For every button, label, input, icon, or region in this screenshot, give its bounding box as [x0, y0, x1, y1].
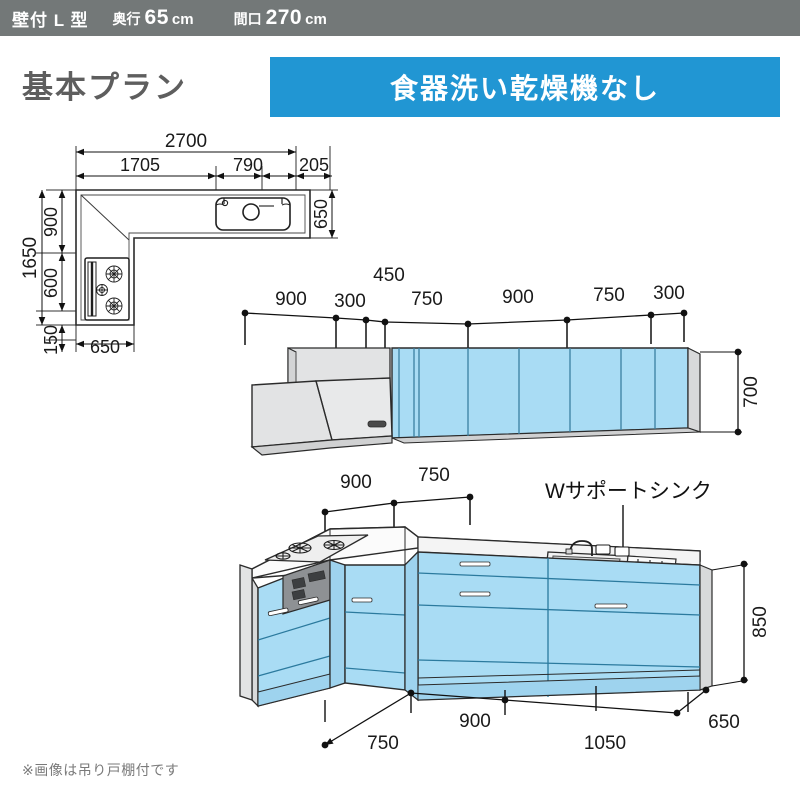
plan-dim-1705: 1705 [120, 155, 160, 175]
base-dim-850-height: 850 [750, 606, 771, 638]
plan-dim-650-right: 650 [311, 199, 331, 229]
image-footnote: ※画像は吊り戸棚付です [22, 762, 180, 778]
plan-dim-right-depth: 650 [311, 190, 336, 238]
depth-unit: cm [171, 11, 194, 28]
plan-dim-segments: 1705 790 205 [76, 155, 332, 180]
width-spec: 間口 270 cm [234, 6, 327, 30]
width-label: 間口 [233, 11, 262, 27]
wall-dim-900-left: 900 [275, 289, 307, 310]
depth-label: 奥行 [112, 11, 141, 27]
plan-dim-900-left: 900 [41, 207, 61, 237]
wall-dim-750-left: 750 [411, 289, 443, 310]
plan-dim-2700: 2700 [165, 131, 207, 152]
plan-dim-total-width: 2700 [76, 131, 296, 156]
wall-cabinet-dimension-row: 900 300 450 750 900 750 300 [241, 265, 688, 352]
base-dim-900-top: 900 [340, 472, 372, 493]
plan-dim-600-left: 600 [41, 268, 61, 298]
dishwasher-option-label: 食器洗い乾燥機なし [389, 73, 660, 104]
base-cabinet-assembly: 850 [239, 526, 771, 708]
plan-dim-left: 1650 900 600 150 [20, 190, 66, 355]
plan-dim-650-bottom: 650 [90, 337, 120, 357]
depth-spec: 奥行 65 cm [113, 6, 194, 30]
width-value: 270 [265, 6, 303, 29]
drawer-handle[interactable] [594, 603, 628, 609]
base-dim-750-bottom: 750 [367, 733, 399, 754]
plan-dim-bottom-width: 650 [76, 337, 134, 357]
layout-type-label: 壁付 L 型 [12, 10, 89, 30]
drawer-handle[interactable] [297, 596, 319, 606]
drawer-handle[interactable] [459, 561, 491, 567]
wall-cabinet-height-dim: 700 [700, 348, 762, 436]
plan-dim-205: 205 [299, 155, 329, 175]
wall-cabinet-doors [391, 347, 689, 439]
cooktop-unit [264, 534, 369, 563]
wall-cabinet-assembly: 700 [250, 347, 762, 456]
base-right-end-panel [699, 564, 713, 691]
wall-dim-700-height: 700 [741, 376, 762, 408]
wall-dim-750-right: 750 [593, 285, 625, 306]
wall-cabinet-right-side [687, 347, 701, 433]
plan-cooktop-icon [84, 257, 130, 321]
plan-dim-150-left: 150 [41, 325, 61, 355]
wall-dim-450: 450 [373, 265, 405, 286]
sink-callout-label: Wサポートシンク [545, 480, 712, 503]
base-dim-1050-bottom: 1050 [584, 733, 626, 754]
floor-plan-group: 2700 1705 790 205 650 1650 [20, 131, 338, 357]
spec-header-bar: 壁付 L 型 奥行 65 cm 間口 270 cm [0, 0, 800, 36]
base-corner-panel [329, 559, 346, 689]
wall-dim-900-mid: 900 [502, 287, 534, 308]
base-cabinet-height-dim: 850 [711, 560, 771, 687]
base-bottom-dimension-row: 750 900 1050 650 [321, 686, 740, 754]
base-counter-top-dimension-row: 900 750 [321, 465, 474, 540]
base-dim-900-bottom: 900 [459, 711, 491, 732]
plan-sink-icon [215, 197, 291, 231]
depth-value: 65 [144, 6, 169, 29]
wall-dim-300-right: 300 [653, 283, 685, 304]
drawer-handle[interactable] [459, 591, 491, 597]
base-corner-front [344, 564, 406, 691]
plan-dim-1650: 1650 [20, 237, 41, 279]
plan-title: 基本プラン [22, 70, 187, 105]
range-hood [250, 377, 393, 456]
plan-dim-790: 790 [233, 155, 263, 175]
drawer-handle[interactable] [351, 597, 373, 603]
base-dim-750-top: 750 [418, 465, 450, 486]
width-unit: cm [305, 11, 327, 28]
dishwasher-option-badge: 食器洗い乾燥機なし [270, 57, 780, 117]
base-dim-650-bottom: 650 [708, 712, 740, 733]
wall-dim-300-left: 300 [334, 291, 366, 312]
drawer-handle[interactable] [267, 607, 289, 617]
base-left-end-panel [251, 575, 259, 708]
range-hood-switch [367, 420, 387, 428]
